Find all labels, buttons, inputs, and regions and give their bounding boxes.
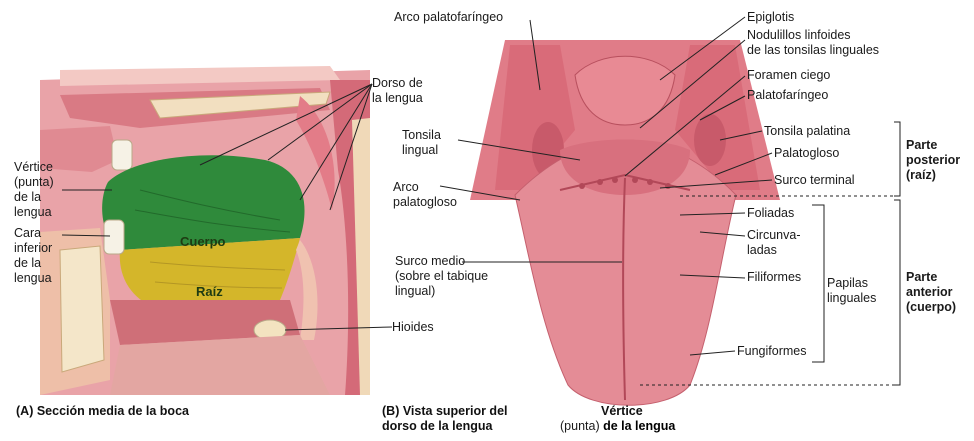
caption-vertice-punta: (punta) bbox=[560, 419, 600, 433]
caption-a: (A) Sección media de la boca bbox=[16, 404, 189, 418]
label-dorso: Dorso de la lengua bbox=[372, 76, 423, 106]
label-vertice: Vértice (punta) de la lengua bbox=[14, 160, 54, 220]
label-epiglotis: Epiglotis bbox=[747, 10, 794, 25]
label-foramen-ciego: Foramen ciego bbox=[747, 68, 830, 83]
label-foliadas: Foliadas bbox=[747, 206, 794, 221]
caption-vertice-line: (punta) de la lengua bbox=[560, 419, 675, 434]
label-palatogloso: Palatogloso bbox=[774, 146, 839, 161]
label-circunvaladas: Circunva- ladas bbox=[747, 228, 801, 258]
label-surco-terminal: Surco terminal bbox=[774, 173, 855, 188]
label-surco-medio: Surco medio (sobre el tabique lingual) bbox=[395, 254, 488, 299]
label-cuerpo: Cuerpo bbox=[180, 234, 226, 249]
label-cara-inferior: Cara inferior de la lengua bbox=[14, 226, 52, 286]
label-arco-palatofaringeo: Arco palatofaríngeo bbox=[394, 10, 503, 25]
label-arco-palatogloso: Arco palatogloso bbox=[393, 180, 457, 210]
tongue-superior-illustration bbox=[470, 40, 780, 405]
label-parte-anterior: Parte anterior (cuerpo) bbox=[906, 270, 956, 315]
label-parte-posterior: Parte posterior (raíz) bbox=[906, 138, 960, 183]
label-nodulillos: Nodulillos linfoides de las tonsilas lin… bbox=[747, 28, 879, 58]
caption-b: (B) Vista superior del dorso de la lengu… bbox=[382, 404, 508, 434]
label-fungiformes: Fungiformes bbox=[737, 344, 806, 359]
mouth-section-illustration bbox=[40, 66, 370, 395]
label-papilas-linguales: Papilas linguales bbox=[827, 276, 876, 306]
label-tonsila-palatina: Tonsila palatina bbox=[764, 124, 850, 139]
label-filiformes: Filiformes bbox=[747, 270, 801, 285]
label-hioides: Hioides bbox=[392, 320, 434, 335]
label-palatofaringeo: Palatofaríngeo bbox=[747, 88, 828, 103]
label-tonsila-lingual: Tonsila lingual bbox=[402, 128, 441, 158]
label-raiz: Raíz bbox=[196, 284, 223, 299]
caption-vertice-lengua: de la lengua bbox=[603, 419, 675, 433]
caption-vertice-top: Vértice bbox=[601, 404, 643, 418]
